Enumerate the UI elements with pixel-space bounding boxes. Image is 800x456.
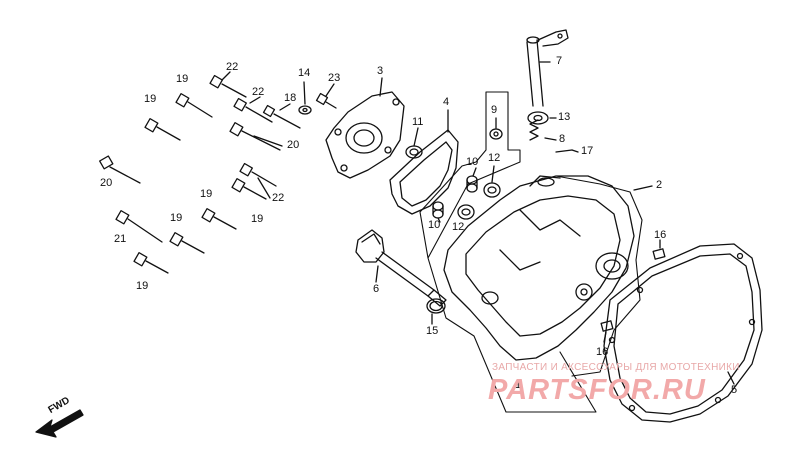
bolt-18 xyxy=(262,104,301,129)
bearing-11 xyxy=(405,127,423,159)
callout-15: 15 xyxy=(426,325,439,337)
callout-13: 13 xyxy=(558,111,571,123)
callout-19-e: 19 xyxy=(170,212,183,224)
callout-22-b: 22 xyxy=(252,86,265,98)
bolt-22-c xyxy=(239,162,277,187)
bolt-19-e xyxy=(169,232,205,254)
callout-19-c: 19 xyxy=(200,188,213,200)
bolt-19-a xyxy=(175,93,213,118)
bolt-19-f xyxy=(133,252,169,274)
callout-19-f: 19 xyxy=(136,280,149,292)
callout-8: 8 xyxy=(559,133,566,145)
callout-7: 7 xyxy=(556,55,563,67)
crankcase-cover-2 xyxy=(443,175,653,361)
callout-22-a: 22 xyxy=(226,61,239,73)
callout-21: 21 xyxy=(114,233,127,245)
callout-4: 4 xyxy=(443,96,450,108)
callout-11: 11 xyxy=(412,116,424,128)
washer-14 xyxy=(298,105,312,115)
callout-9: 9 xyxy=(491,104,498,116)
bearing-holder-3 xyxy=(325,77,405,179)
callout-18: 18 xyxy=(284,92,297,104)
callout-10-a: 10 xyxy=(466,156,479,168)
oil-seal-13 xyxy=(527,111,557,125)
o-ring-15 xyxy=(426,298,446,325)
callout-5: 5 xyxy=(731,384,738,396)
washer-9 xyxy=(489,117,503,140)
callout-19-d: 19 xyxy=(251,213,264,225)
callout-3: 3 xyxy=(377,65,384,77)
bolt-20-a xyxy=(229,122,281,151)
bolt-21 xyxy=(115,210,163,243)
callout-1: 1 xyxy=(515,379,522,391)
bolt-19-b xyxy=(144,118,181,141)
callout-10-b: 10 xyxy=(428,219,441,231)
callout-20-b: 20 xyxy=(100,177,113,189)
bearing-12-a xyxy=(483,182,501,198)
bolt-19-d xyxy=(201,208,237,230)
watermark-tagline: ЗАПЧАСТИ И АКСЕССУАРЫ ДЛЯ МОТОТЕХНИКИ xyxy=(492,362,740,373)
callout-22-c: 22 xyxy=(272,192,285,204)
callout-20-a: 20 xyxy=(287,139,300,151)
callout-2: 2 xyxy=(656,179,663,191)
fwd-arrow-icon xyxy=(35,409,84,438)
pin-17 xyxy=(555,149,579,153)
dowel-16-a xyxy=(652,239,666,260)
callout-19-a: 19 xyxy=(176,73,189,85)
callout-16-b: 16 xyxy=(596,346,609,358)
gasket-outline-line xyxy=(555,175,643,377)
shift-spindle-7 xyxy=(526,29,569,107)
bolt-19-c xyxy=(231,178,267,200)
callout-14: 14 xyxy=(298,67,311,79)
gasket-boundary-line xyxy=(419,91,597,413)
callout-19-b: 19 xyxy=(144,93,157,105)
callout-16-a: 16 xyxy=(654,229,667,241)
bolt-22-a xyxy=(209,74,247,98)
gasket-5 xyxy=(603,243,763,423)
bolt-20-b xyxy=(99,155,141,184)
callout-12-b: 12 xyxy=(452,221,465,233)
callout-6: 6 xyxy=(373,283,380,295)
bolt-22-b xyxy=(233,97,273,123)
dowel-16-b xyxy=(600,320,614,343)
bearing-12-b xyxy=(457,204,475,220)
callout-12-a: 12 xyxy=(488,152,501,164)
kick-lever-6 xyxy=(355,229,447,307)
watermark-logo: PARTSFOR.RU xyxy=(488,374,706,406)
bolt-23 xyxy=(315,92,337,109)
callout-17: 17 xyxy=(581,145,594,157)
spring-8 xyxy=(529,119,557,141)
callout-23: 23 xyxy=(328,72,341,84)
gasket-4 xyxy=(389,109,459,215)
dowel-10-b xyxy=(432,201,444,219)
